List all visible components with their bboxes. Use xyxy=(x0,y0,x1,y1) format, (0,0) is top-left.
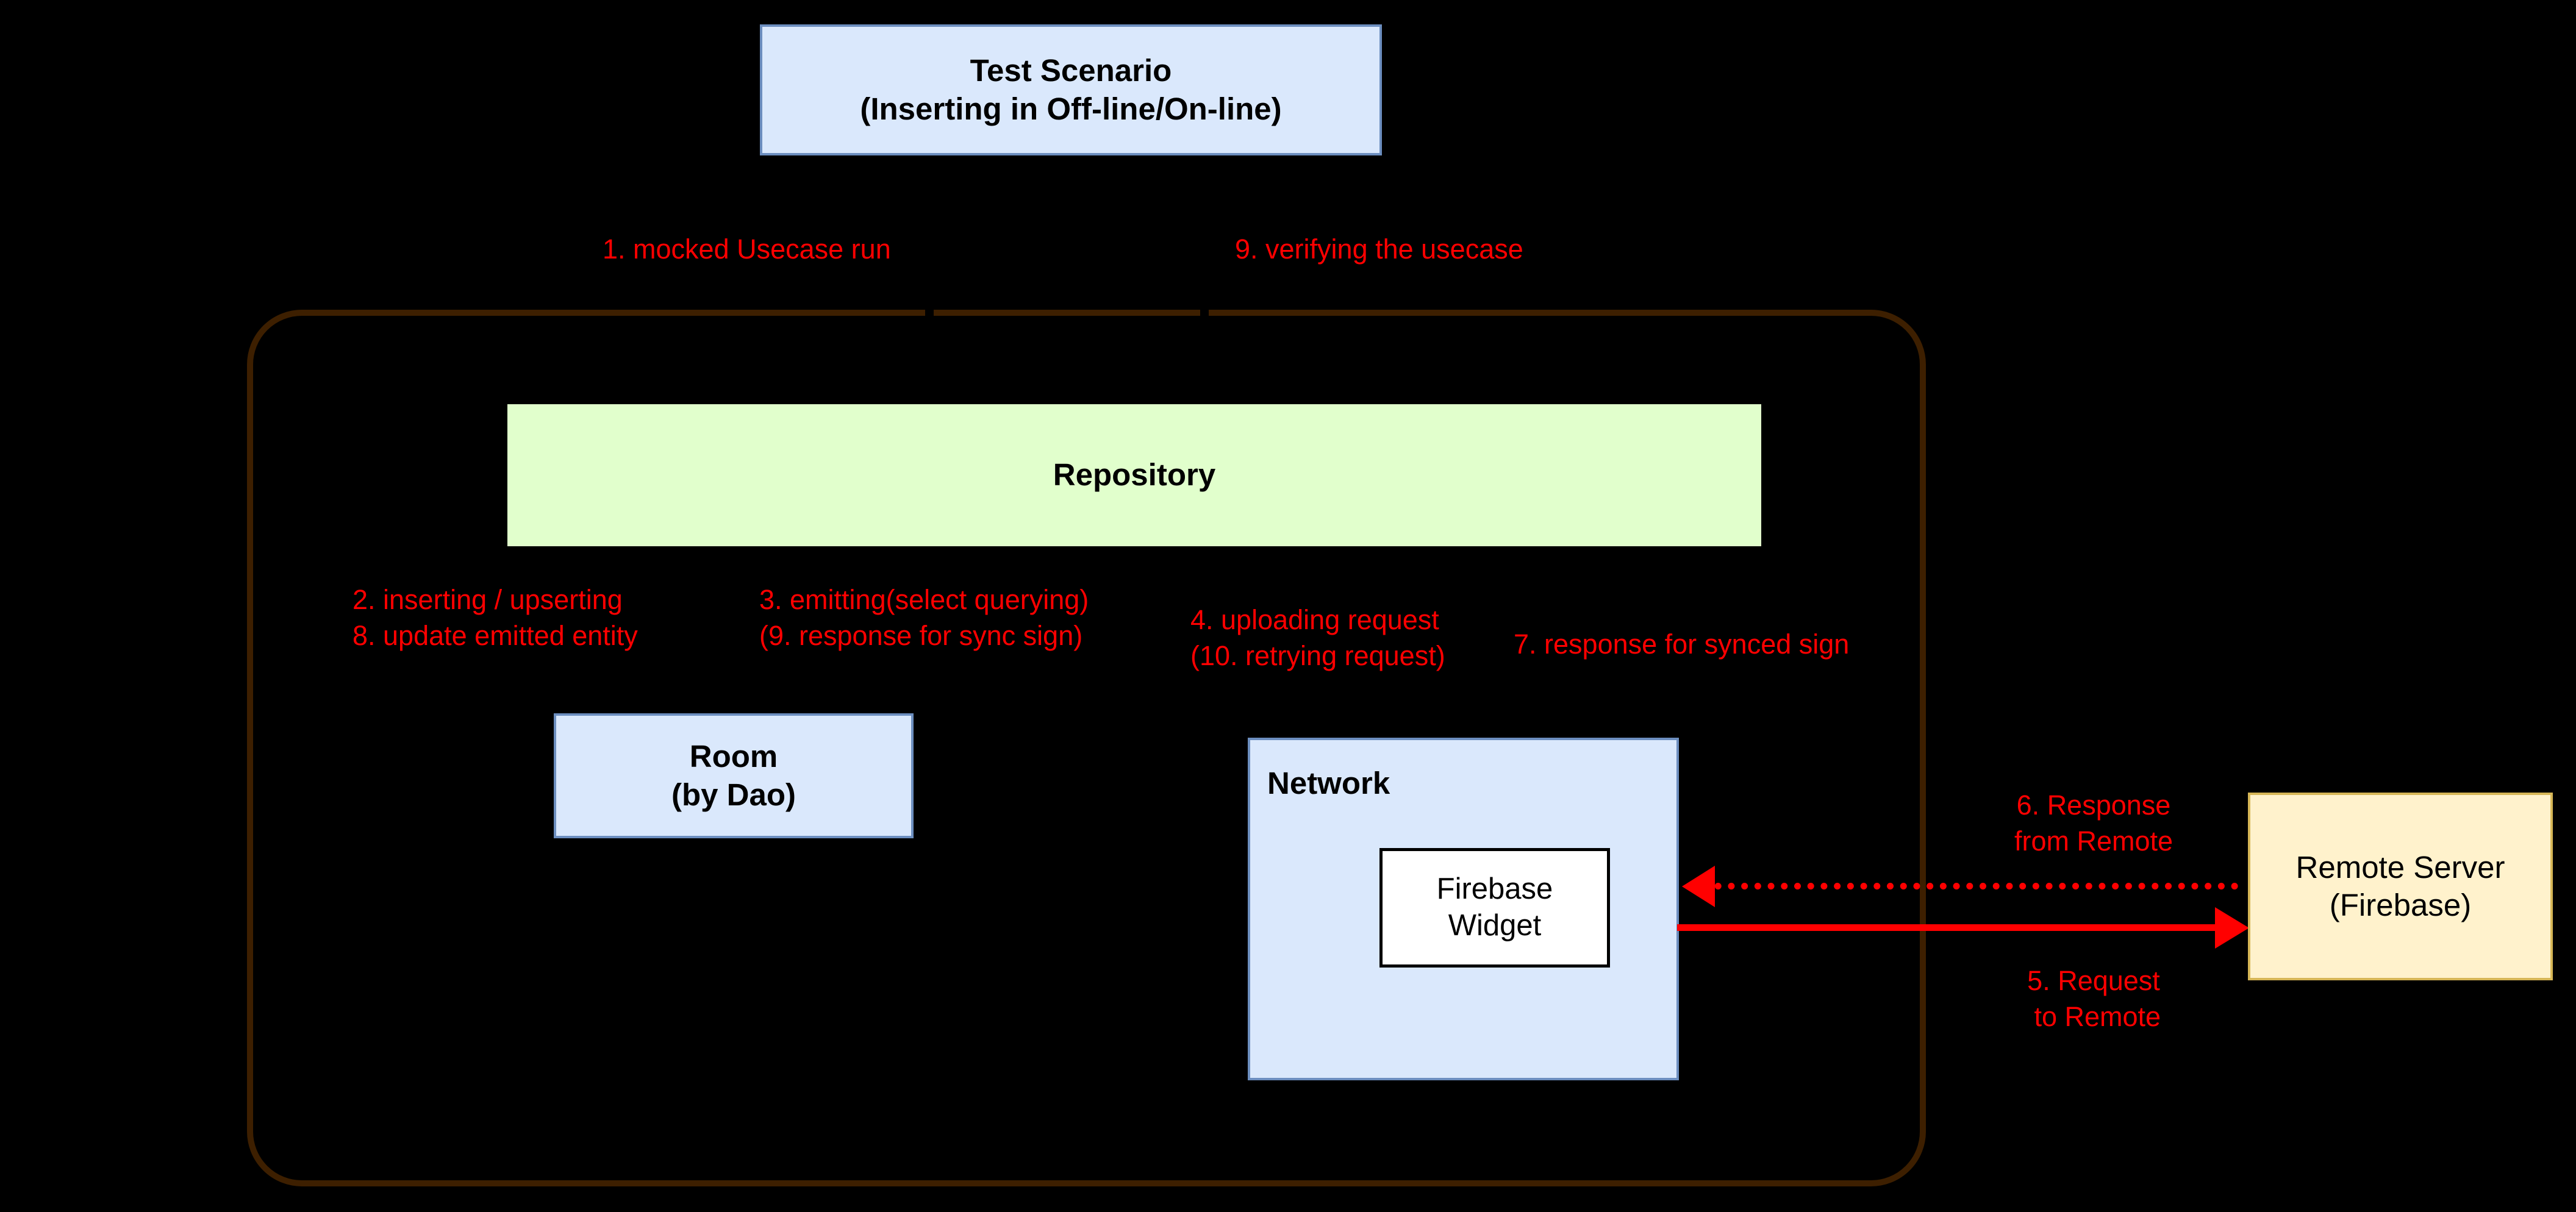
remote-server-text: Remote Server (Firebase) xyxy=(2296,849,2505,924)
annotation-step-5: 5. Request to Remote xyxy=(2027,965,2161,1032)
firebase-widget-line2: Widget xyxy=(1448,909,1542,942)
annotation-step-2-8: 2. inserting / upserting 8. update emitt… xyxy=(352,584,638,651)
connector-line-verify-usecase xyxy=(1203,155,1206,311)
connector-gap-left xyxy=(925,305,934,321)
app-boundary-container xyxy=(247,310,1926,1186)
network-label: Network xyxy=(1267,766,1390,800)
repository-label: Repository xyxy=(1053,457,1216,493)
test-scenario-subtitle: (Inserting in Off-line/On-line) xyxy=(860,91,1282,126)
node-repository[interactable]: Repository xyxy=(507,404,1761,546)
test-scenario-title: Test Scenario xyxy=(970,53,1172,88)
node-room[interactable]: Room (by Dao) xyxy=(554,713,914,838)
node-remote-server[interactable]: Remote Server (Firebase) xyxy=(2248,793,2553,980)
arrow-request-to-remote-head-icon xyxy=(2215,907,2249,949)
room-text: Room (by Dao) xyxy=(671,738,796,813)
annotation-step-6: 6. Response from Remote xyxy=(2014,790,2174,857)
annotation-step-7: 7. response for synced sign xyxy=(1514,629,1850,660)
firebase-widget-line1: Firebase xyxy=(1436,872,1553,906)
connector-gap-right xyxy=(1200,305,1209,321)
node-firebase-widget[interactable]: Firebase Widget xyxy=(1379,848,1610,968)
room-title: Room xyxy=(689,739,778,774)
room-subtitle: (by Dao) xyxy=(671,777,796,812)
test-scenario-text: Test Scenario (Inserting in Off-line/On-… xyxy=(860,52,1281,127)
remote-server-line1: Remote Server xyxy=(2295,849,2505,885)
annotation-step-3: 3. emitting(select querying) (9. respons… xyxy=(759,584,1089,651)
arrow-response-from-remote xyxy=(1701,883,2238,889)
remote-server-line2: (Firebase) xyxy=(2329,888,2472,922)
annotation-step-4-10: 4. uploading request (10. retrying reque… xyxy=(1190,604,1445,671)
node-network[interactable]: Network Firebase Widget xyxy=(1248,738,1679,1080)
arrow-response-from-remote-head-icon xyxy=(1682,866,1715,907)
connector-line-usecase-run xyxy=(928,155,931,311)
annotation-step-1: 1. mocked Usecase run xyxy=(603,233,891,265)
firebase-widget-text: Firebase Widget xyxy=(1437,871,1553,944)
arrow-request-to-remote xyxy=(1677,924,2226,931)
node-test-scenario[interactable]: Test Scenario (Inserting in Off-line/On-… xyxy=(760,24,1382,155)
annotation-step-9: 9. verifying the usecase xyxy=(1235,233,1523,265)
